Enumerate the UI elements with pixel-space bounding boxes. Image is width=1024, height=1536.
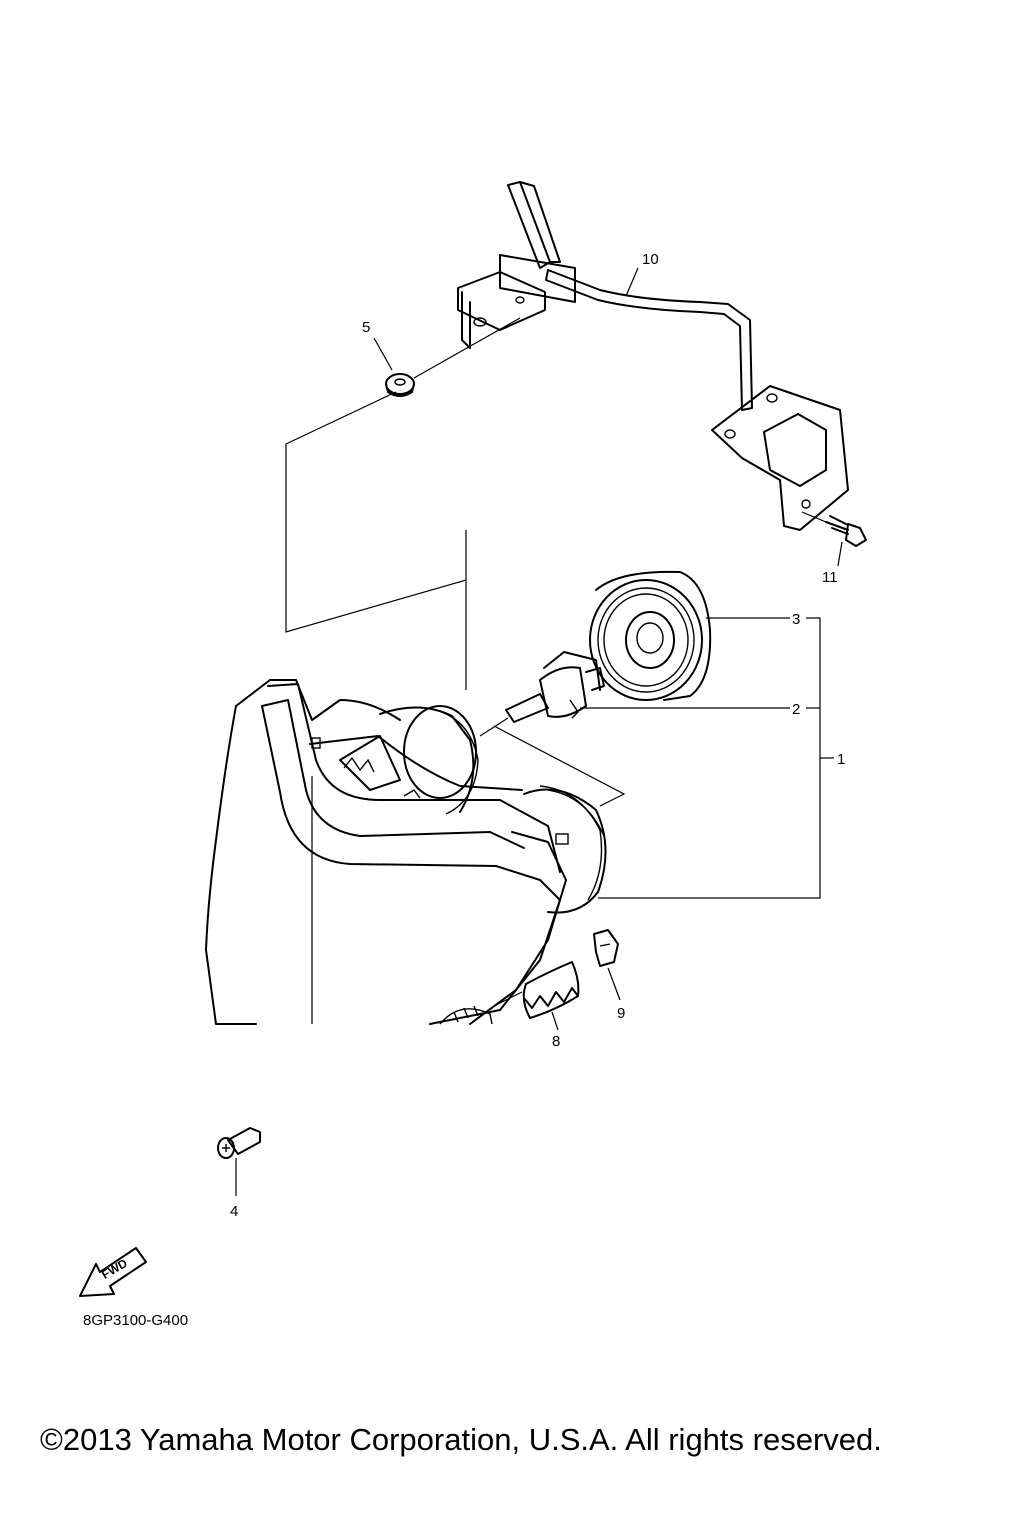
callout-2: 2 — [792, 701, 800, 718]
assembly-line-11 — [801, 511, 827, 523]
callout-4: 4 — [230, 1203, 238, 1220]
leader-11 — [837, 541, 843, 567]
screw-part-4 — [217, 1127, 261, 1159]
routing-frame — [285, 391, 467, 690]
spring-part-8 — [522, 961, 580, 1019]
callout-9: 9 — [617, 1005, 625, 1022]
headlight-assembly-part-1 — [205, 679, 626, 1025]
assembly-bracket-1 — [598, 617, 834, 899]
drawing-code: 8GP3100-G400 — [83, 1312, 188, 1329]
grommet-part-5 — [385, 373, 415, 397]
bolt-part-11 — [825, 515, 867, 547]
headlight-stay-bracket — [457, 181, 849, 531]
assembly-line-5 — [413, 317, 521, 379]
leader-10 — [625, 267, 639, 297]
assembly-line-2 — [479, 717, 509, 737]
leader-8 — [551, 1011, 559, 1031]
bulb-part-2 — [505, 651, 605, 723]
callout-3: 3 — [792, 611, 800, 628]
forward-arrow-icon: FWD — [79, 1247, 147, 1297]
callout-1: 1 — [837, 751, 845, 768]
leader-5 — [373, 337, 393, 371]
callout-10: 10 — [642, 251, 659, 268]
copyright-notice: ©2013 Yamaha Motor Corporation, U.S.A. A… — [40, 1422, 882, 1457]
fwd-badge-label: FWD — [99, 1256, 130, 1282]
bulb-cover-part-3 — [589, 570, 712, 701]
callout-8: 8 — [552, 1033, 560, 1050]
clip-nut-part-9 — [593, 929, 619, 967]
assembly-line-8 — [497, 991, 523, 1005]
callout-11: 11 — [822, 569, 838, 586]
leader-9 — [607, 967, 621, 1001]
callout-5: 5 — [362, 319, 370, 336]
